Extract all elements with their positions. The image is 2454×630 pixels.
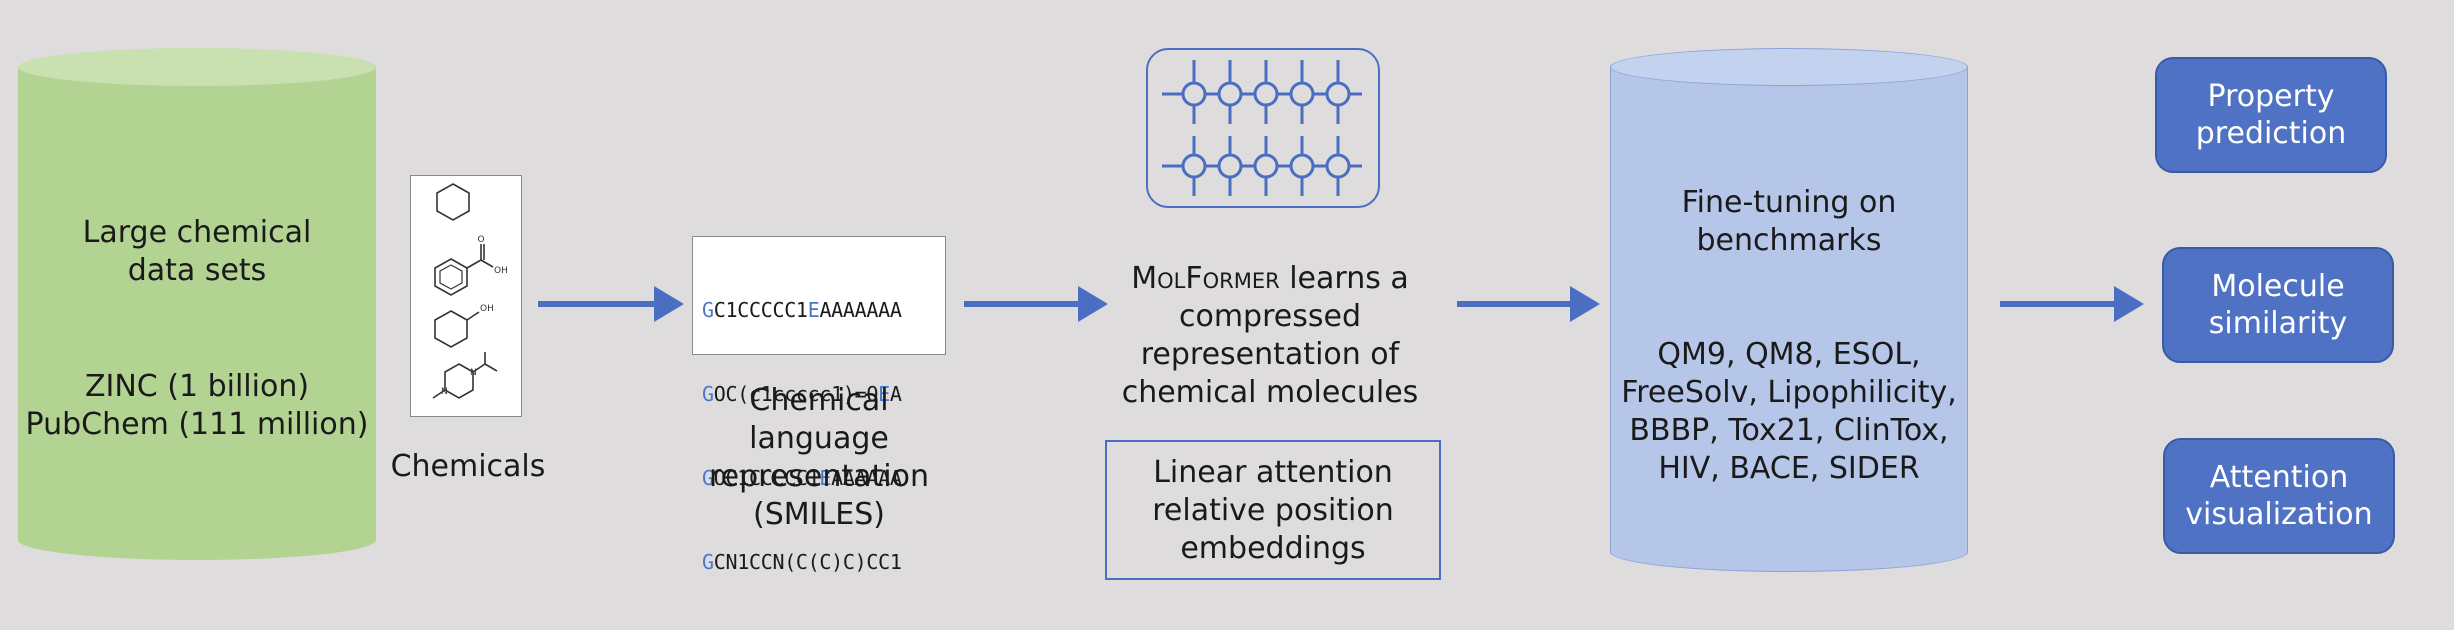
smiles-label-line-4: (SMILES) xyxy=(753,497,885,532)
smiles-string: C1CCCCC1 xyxy=(713,298,808,322)
smiles-string: OC(c1ccccc1)=O xyxy=(713,382,879,406)
cyclohexanol-structure xyxy=(434,310,480,348)
benchmark-line-3: BBBP, Tox21, ClinTox, xyxy=(1629,413,1949,448)
output-line-1: Property xyxy=(2207,79,2335,114)
smiles-padding: AAAAAAA xyxy=(819,298,902,322)
smiles-padding: A xyxy=(889,382,902,406)
chemicals-label: Chemicals xyxy=(390,449,546,484)
smiles-label-line-3: representation xyxy=(708,459,930,494)
chemical-structures-box: O OH OH N N xyxy=(410,175,522,417)
benzoic-oh-label: OH xyxy=(494,266,508,276)
dataset-title-line-2: data sets xyxy=(127,253,267,288)
dataset-sources: ZINC (1 billion) PubChem (111 million) xyxy=(18,368,376,444)
output-attention-visualization: Attention visualization xyxy=(2163,438,2395,554)
molformer-line-2: compressed xyxy=(1178,299,1361,334)
smiles-label-line-1: Chemical xyxy=(749,383,889,418)
smiles-line: GC1CCCCC1EAAAAAAA xyxy=(702,296,945,324)
piperazine-n-label-1: N xyxy=(470,368,477,378)
finetune-cylinder-body xyxy=(1610,66,1968,572)
transformer-layers-drawing xyxy=(1162,60,1362,196)
smiles-end-token: E xyxy=(878,382,890,406)
dataset-pubchem: PubChem (111 million) xyxy=(25,407,369,442)
finetune-cylinder-top xyxy=(1610,48,1968,86)
output-molecule-similarity: Molecule similarity xyxy=(2162,247,2394,363)
molformer-description: MolFormer learns a compressed representa… xyxy=(1080,260,1460,412)
smiles-label: Chemical language representation (SMILES… xyxy=(669,382,969,534)
smiles-line: GOC1CCCCC1EAAAAAA xyxy=(702,464,945,492)
smiles-padding: AAAAAA xyxy=(831,466,902,490)
benchmark-line-1: QM9, QM8, ESOL, xyxy=(1657,337,1921,372)
smiles-start-token: G xyxy=(702,382,714,406)
output-line-1: Molecule xyxy=(2211,269,2345,304)
smiles-start-token: G xyxy=(702,298,714,322)
isopropyl-piperazine-structure xyxy=(432,352,498,399)
carbonyl-o-label: O xyxy=(477,235,484,245)
molformer-line-3: representation of xyxy=(1140,337,1400,372)
output-line-2: prediction xyxy=(2195,116,2347,151)
smiles-string: OC1CCCCC1 xyxy=(713,466,820,490)
finetune-title: Fine-tuning on benchmarks xyxy=(1610,184,1968,260)
attention-line-3: embeddings xyxy=(1180,531,1366,566)
dataset-cylinder-top xyxy=(18,48,376,86)
molformer-name: MolFormer xyxy=(1131,261,1280,296)
benchmark-line-4: HIV, BACE, SIDER xyxy=(1658,451,1920,486)
benzoic-acid-structure xyxy=(434,244,494,296)
molformer-line-4: chemical molecules xyxy=(1121,375,1419,410)
dataset-title: Large chemical data sets xyxy=(18,214,376,290)
smiles-line: GOC(c1ccccc1)=OEA xyxy=(702,380,945,408)
smiles-end-token: E xyxy=(807,298,820,322)
output-line-2: similarity xyxy=(2208,306,2348,341)
finetune-title-line-2: benchmarks xyxy=(1696,223,1882,258)
smiles-string: CN1CCN(C(C)C)CC1 xyxy=(713,550,902,574)
output-line-1: Attention xyxy=(2209,460,2349,495)
smiles-start-token: G xyxy=(702,550,714,574)
cyclohexane-structure xyxy=(436,183,470,221)
smiles-label-line-2: language xyxy=(749,421,889,456)
output-line-2: visualization xyxy=(2185,497,2373,532)
molformer-line-1-suffix: learns a xyxy=(1279,261,1409,296)
piperazine-n-label-2: N xyxy=(441,387,448,397)
molformer-line-1: MolFormer learns a xyxy=(1080,260,1460,298)
smiles-start-token: G xyxy=(702,466,714,490)
smiles-box: GC1CCCCC1EAAAAAAA GOC(c1ccccc1)=OEA GOC1… xyxy=(692,236,946,574)
dataset-title-line-1: Large chemical xyxy=(82,215,312,250)
linear-attention-box: Linear attention relative position embed… xyxy=(1105,440,1441,580)
dataset-cylinder-body xyxy=(18,66,376,560)
smiles-end-token: E xyxy=(819,466,832,490)
dataset-zinc: ZINC (1 billion) xyxy=(84,369,310,404)
output-property-prediction: Property prediction xyxy=(2155,57,2387,173)
benchmark-line-2: FreeSolv, Lipophilicity, xyxy=(1621,375,1957,410)
transformer-icon xyxy=(1146,48,1380,208)
smiles-line: GCN1CCN(C(C)C)CC1 xyxy=(702,548,945,576)
attention-line-1: Linear attention xyxy=(1153,455,1393,490)
benchmark-list: QM9, QM8, ESOL, FreeSolv, Lipophilicity,… xyxy=(1600,336,1978,488)
chemical-structures-drawing: O OH OH N N xyxy=(432,183,508,399)
cyclohexanol-oh-label: OH xyxy=(480,304,494,314)
attention-line-2: relative position xyxy=(1152,493,1394,528)
finetune-title-line-1: Fine-tuning on xyxy=(1681,185,1897,220)
